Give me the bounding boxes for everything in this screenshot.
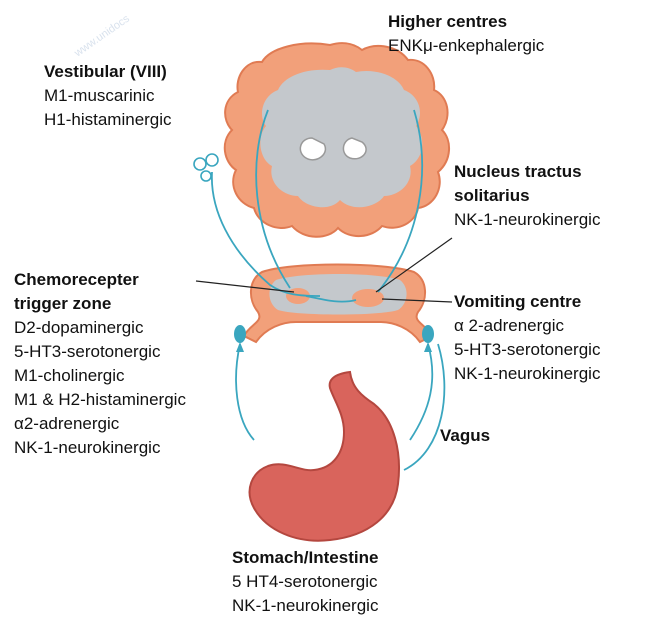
vomiting-centre-label: Vomiting centre α 2-adrenergic 5-HT3-ser… xyxy=(454,290,600,386)
nts-receptor: NK-1-neurokinergic xyxy=(454,208,600,232)
vagus-afferent-outer xyxy=(404,344,444,470)
vestibular-heading: Vestibular (VIII) xyxy=(44,60,172,84)
vagus-afferent-left xyxy=(236,344,254,440)
vagus-label: Vagus xyxy=(440,424,490,448)
nts-label: Nucleus tractus solitarius NK-1-neurokin… xyxy=(454,160,600,232)
vagus-afferent-right xyxy=(410,344,432,440)
vomiting-centre-receptor: 5-HT3-serotonergic xyxy=(454,338,600,362)
higher-centres-receptor: ENKμ-enkephalergic xyxy=(388,34,544,58)
vestibular-receptor: M1-muscarinic xyxy=(44,84,172,108)
higher-centres-label: Higher centres ENKμ-enkephalergic xyxy=(388,10,544,58)
vagus-heading: Vagus xyxy=(440,424,490,448)
stomach-receptor: NK-1-neurokinergic xyxy=(232,594,378,618)
vomiting-centre-receptor: NK-1-neurokinergic xyxy=(454,362,600,386)
cortex-inner xyxy=(260,67,422,207)
ctz-receptor: 5-HT3-serotonergic xyxy=(14,340,186,364)
ctz-receptor: D2-dopaminergic xyxy=(14,316,186,340)
nerve-arrows xyxy=(236,342,432,352)
ctz-receptor: M1-cholinergic xyxy=(14,364,186,388)
vagus-node-right xyxy=(422,325,434,343)
arrow-up-left xyxy=(236,342,244,352)
ctz-label: Chemorecepter trigger zone D2-dopaminerg… xyxy=(14,268,186,460)
ctz-heading: Chemorecepter xyxy=(14,268,186,292)
medulla-illustration xyxy=(234,265,434,344)
stomach-illustration xyxy=(250,372,399,541)
vagus-node-left xyxy=(234,325,246,343)
vestibular-ear-icon xyxy=(194,154,218,181)
stomach-receptor: 5 HT4-serotonergic xyxy=(232,570,378,594)
ctz-receptor: α2-adrenergic xyxy=(14,412,186,436)
vomiting-centre-heading: Vomiting centre xyxy=(454,290,600,314)
ctz-receptor: NK-1-neurokinergic xyxy=(14,436,186,460)
stomach-label: Stomach/Intestine 5 HT4-serotonergic NK-… xyxy=(232,546,378,618)
vestibular-label: Vestibular (VIII) M1-muscarinic H1-hista… xyxy=(44,60,172,132)
ctz-receptor: M1 & H2-histaminergic xyxy=(14,388,186,412)
nts-heading: Nucleus tractus xyxy=(454,160,600,184)
vestibular-receptor: H1-histaminergic xyxy=(44,108,172,132)
ctz-heading: trigger zone xyxy=(14,292,186,316)
nts-heading: solitarius xyxy=(454,184,600,208)
higher-centres-heading: Higher centres xyxy=(388,10,544,34)
vomiting-centre-receptor: α 2-adrenergic xyxy=(454,314,600,338)
arrow-up-right xyxy=(424,342,432,352)
stomach-heading: Stomach/Intestine xyxy=(232,546,378,570)
